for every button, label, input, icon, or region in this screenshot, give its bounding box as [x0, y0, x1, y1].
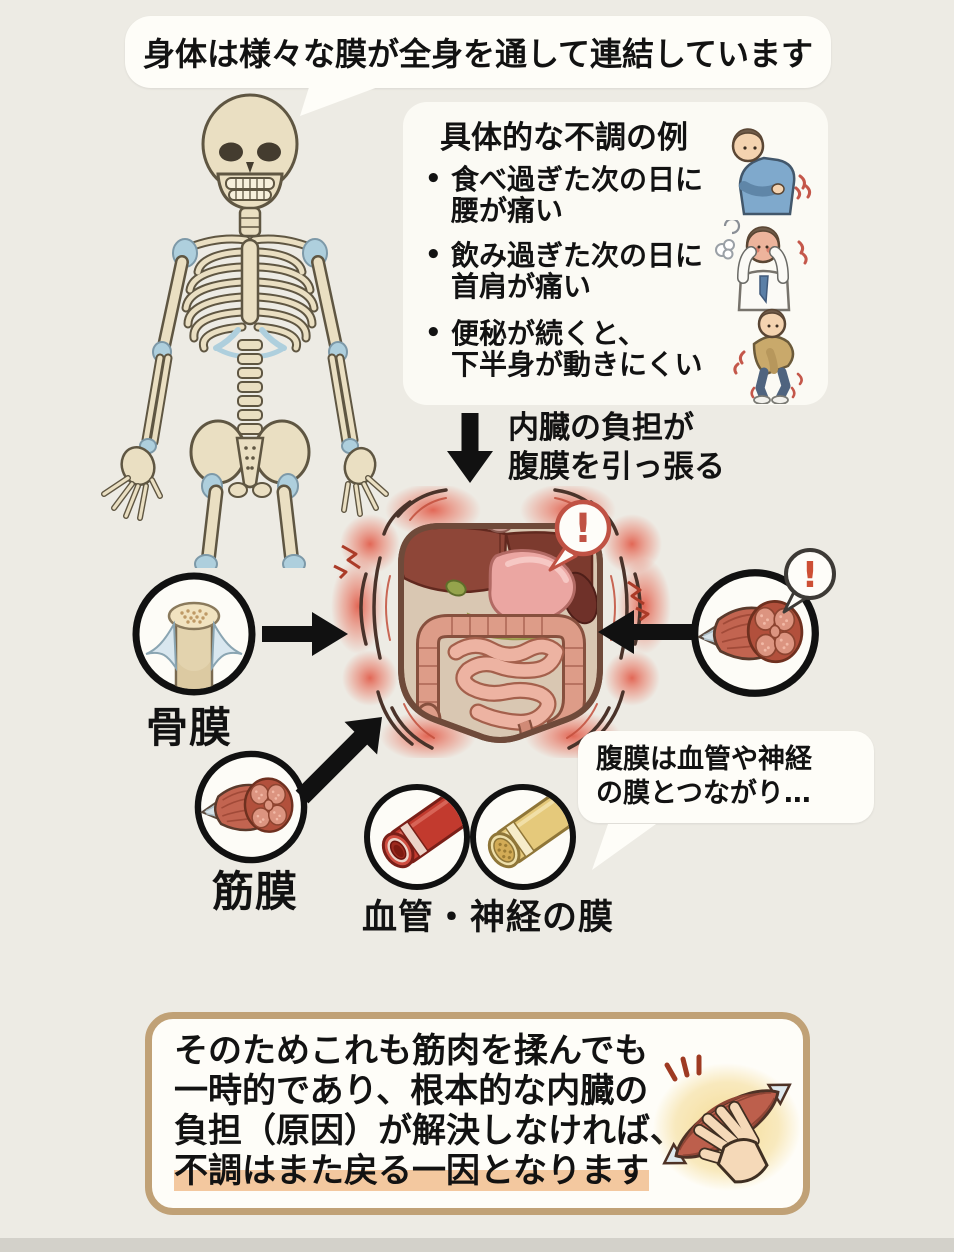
- arrow-right-icon: [262, 612, 348, 656]
- symptom-item: • 飲み過ぎた次の日に 首肩が痛い: [425, 240, 703, 302]
- blood-vessel-circle-icon: [364, 784, 470, 890]
- arrow-left-icon: [598, 610, 698, 654]
- arrow-up-right-icon: [295, 717, 382, 804]
- fascia-circle-icon: [194, 750, 308, 864]
- top-bubble-tail-icon: [300, 84, 386, 116]
- periosteum-label: 骨膜: [146, 703, 233, 752]
- vessel-nerve-label: 血管・神経の膜: [362, 898, 615, 938]
- symptoms-title: 具体的な不調の例: [440, 120, 688, 156]
- person-crouching-icon: [733, 308, 803, 404]
- top-bubble-text: 身体は様々な膜が全身を通して連結しています: [142, 35, 814, 73]
- organs-alert-bubble-icon: !: [548, 499, 612, 572]
- symptom-text: 食べ過ぎた次の日に 腰が痛い: [451, 163, 704, 227]
- top-speech-bubble: 身体は様々な膜が全身を通して連結しています: [125, 16, 831, 88]
- down-arrow-icon: [447, 413, 493, 483]
- fascia-label: 筋膜: [212, 867, 299, 916]
- person-stomach-ache-icon: [731, 128, 812, 216]
- nerve-circle-icon: [470, 784, 576, 890]
- symptom-item: • 食べ過ぎた次の日に 腰が痛い: [425, 164, 703, 226]
- svg-text:!: !: [802, 555, 818, 596]
- symptoms-card: 具体的な不調の例 • 食べ過ぎた次の日に 腰が痛い • 飲み過ぎた次の日に 首肩…: [403, 102, 828, 405]
- peritoneum-bubble: 腹膜は血管や神経の膜とつながり…: [578, 731, 874, 823]
- bullet-icon: •: [425, 240, 442, 270]
- muscle-circle-icon: [691, 569, 819, 697]
- svg-text:!: !: [574, 506, 592, 552]
- conclusion-card: そのためこれも筋肉を揉んでも 一時的であり、根本的な内臓の 負担（原因）が解決し…: [145, 1012, 810, 1215]
- bottom-bar: [0, 1238, 954, 1252]
- skeleton-illustration-icon: [101, 93, 389, 568]
- massage-hand-icon: [653, 1054, 801, 1191]
- bullet-icon: •: [425, 318, 442, 348]
- periosteum-circle-icon: [132, 572, 256, 696]
- peritoneum-bubble-tail-icon: [592, 824, 656, 870]
- conclusion-text: そのためこれも筋肉を揉んでも 一時的であり、根本的な内臓の 負担（原因）が解決し…: [174, 1031, 684, 1191]
- bullet-icon: •: [425, 164, 442, 194]
- muscle-alert-bubble-icon: !: [782, 548, 836, 614]
- peritoneum-bubble-text: 腹膜は血管や神経の膜とつながり…: [596, 744, 812, 809]
- symptom-text: 飲み過ぎた次の日に 首肩が痛い: [451, 239, 704, 303]
- person-neck-pain-icon: [715, 220, 808, 312]
- symptom-item: • 便秘が続くと、 下半身が動きにくい: [425, 318, 702, 380]
- cause-label: 内臓の負担が腹膜を引っ張る: [508, 410, 725, 485]
- symptom-text: 便秘が続くと、 下半身が動きにくい: [451, 317, 703, 381]
